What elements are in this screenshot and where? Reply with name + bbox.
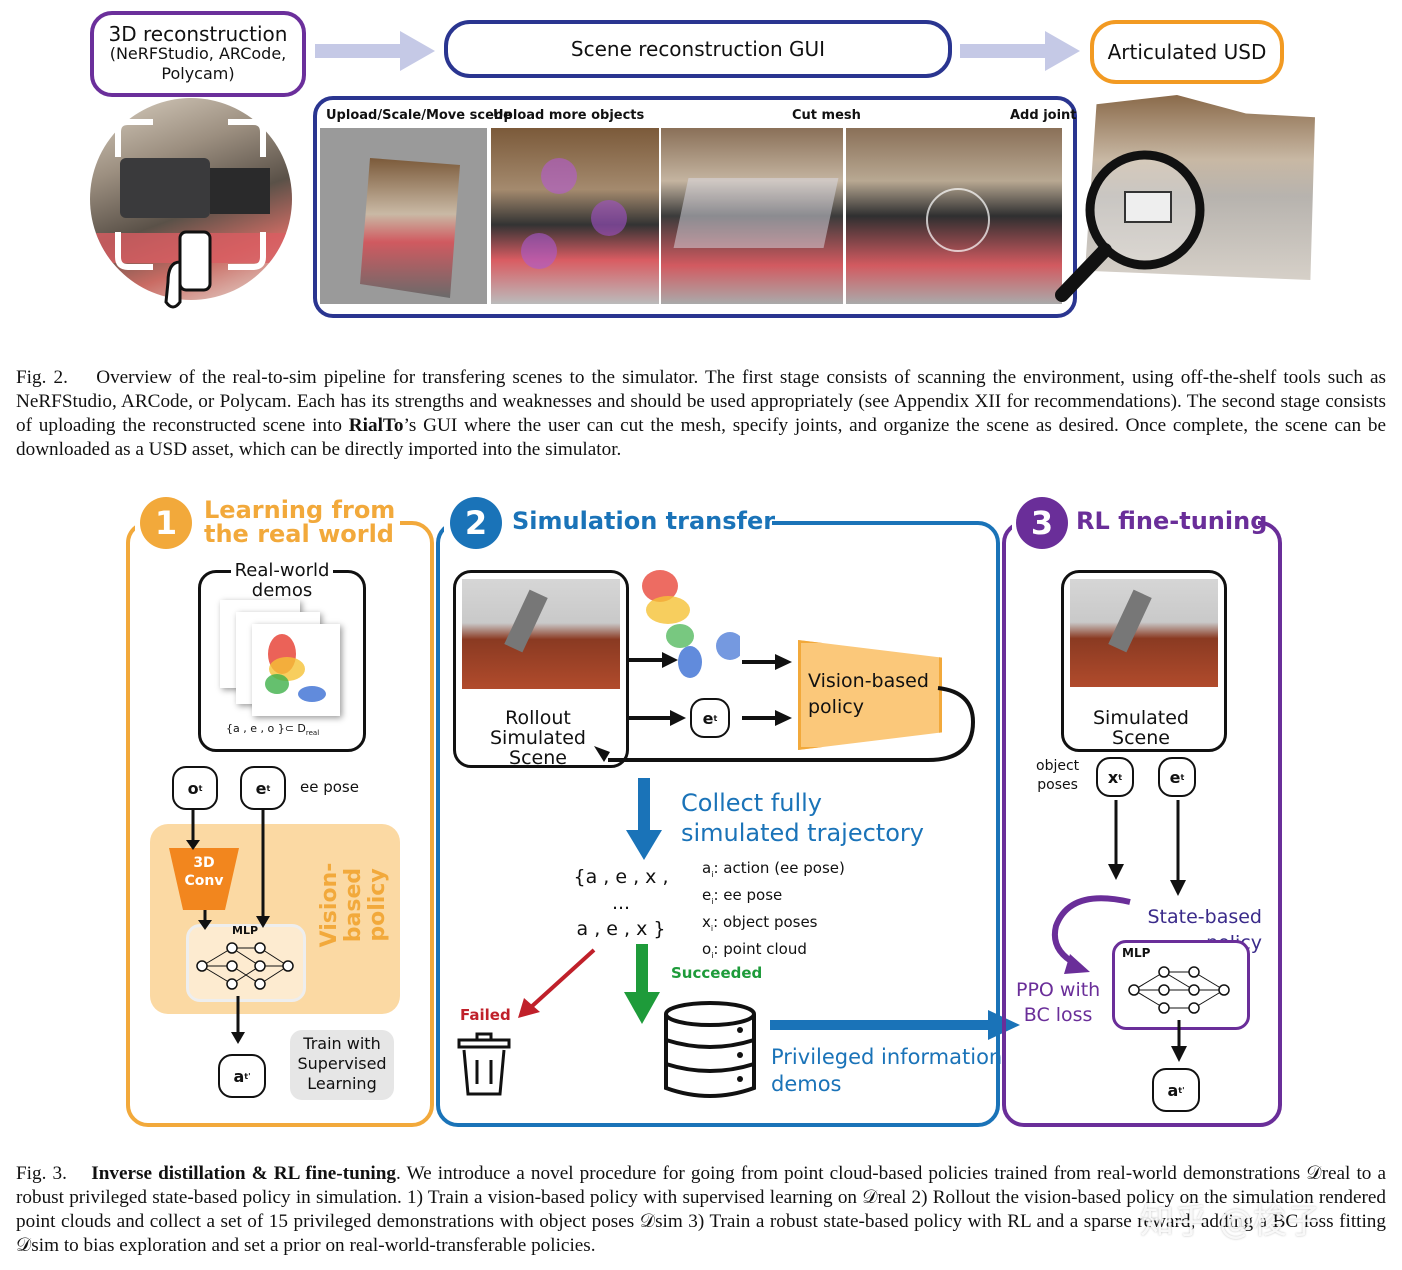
rollout-box <box>453 570 629 768</box>
recon-tools-2: Polycam) <box>161 64 235 83</box>
panel-image-objects <box>491 128 659 304</box>
trash-icon <box>457 1032 511 1096</box>
failed-label: Failed <box>460 1006 511 1024</box>
demos-set: {a , e , o }⊂ Dreal <box>226 722 320 738</box>
stage2-pointcloud <box>642 570 740 678</box>
gui-title: Scene reconstruction GUI <box>570 37 826 61</box>
usd-box: Articulated USD <box>1090 20 1284 84</box>
fig3-caption-label: Fig. 3. <box>16 1163 67 1184</box>
sim-scene-box <box>1061 570 1227 752</box>
collect-arrow <box>626 778 662 860</box>
panel-title-cut: Cut mesh <box>792 108 861 123</box>
stage2-loop-arrow <box>594 686 976 762</box>
stage3-input-arrows <box>1108 800 1186 896</box>
recon-box: 3D reconstruction (NeRFStudio, ARCode, P… <box>90 11 306 97</box>
stage3-nn-icon <box>1128 966 1230 1014</box>
fig2-caption-text: Overview of the real-to-sim pipeline for… <box>16 367 1386 436</box>
panel-title-objects: Upload more objects <box>493 108 645 123</box>
ee-pose-label: ee pose <box>300 778 359 796</box>
panel-title-upload: Upload/Scale/Move scene <box>326 108 512 123</box>
stage2-num-badge: 2 <box>450 497 502 549</box>
fig2-caption-label: Fig. 2. <box>16 367 68 388</box>
trajectory-set: {a , e , x ,...a , e , x } <box>573 866 669 940</box>
stage1-nn-icon <box>196 942 294 990</box>
ppo-loop-arrow <box>1052 895 1131 974</box>
database-icon <box>664 1001 756 1098</box>
stage3-title: RL fine-tuning <box>1076 507 1268 535</box>
arrow-to-gui <box>315 31 435 71</box>
fig2-caption: Fig. 2. Overview of the real-to-sim pipe… <box>16 366 1386 462</box>
variable-legend: ai: action (ee pose) ei: ee pose xi: obj… <box>702 859 845 960</box>
fig3-caption-text: . We introduce a novel procedure for goi… <box>16 1163 1386 1256</box>
arrow-to-usd <box>960 31 1080 71</box>
watermark: 知乎 @梭子 <box>1140 1202 1321 1242</box>
stage3-mlp-label: MLP <box>1122 946 1151 960</box>
gui-box: Scene reconstruction GUI <box>444 20 952 78</box>
panel-image-joint <box>846 128 1062 304</box>
magnifier-icon <box>1055 150 1205 302</box>
succeeded-arrow <box>624 944 660 1024</box>
panel-image-upload <box>320 128 487 304</box>
stage2-title: Simulation transfer <box>512 507 776 535</box>
recon-title: 3D reconstruction <box>108 22 288 46</box>
fig2-caption-bold: RialTo <box>348 415 404 436</box>
scan-frame-icon <box>115 119 266 309</box>
stage1-mlp-label: MLP <box>232 924 259 937</box>
stage3-num-badge: 3 <box>1016 497 1068 549</box>
panel-title-joint: Add joint <box>1010 108 1077 123</box>
fig2-caption-text2: ’s GUI where the user can cut the mesh, … <box>16 415 1386 460</box>
panel-image-cut <box>661 128 843 304</box>
stage2-arrows <box>628 652 792 726</box>
usd-title: Articulated USD <box>1107 40 1267 64</box>
fig3-caption-bold: Inverse distillation & RL fine-tuning <box>91 1163 397 1184</box>
stage1-num-badge: 1 <box>140 497 192 549</box>
stage3-output-arrow <box>1171 1020 1187 1062</box>
failed-arrow <box>518 948 596 1018</box>
to-rl-arrow <box>770 1010 1020 1040</box>
recon-tools: (NeRFStudio, ARCode, <box>109 44 287 63</box>
stage1-arrows <box>186 808 270 1044</box>
succeeded-label: Succeeded <box>671 964 763 982</box>
fig3-caption: Fig. 3. Inverse distillation & RL fine-t… <box>16 1162 1386 1258</box>
pointcloud-card-3 <box>252 624 340 716</box>
